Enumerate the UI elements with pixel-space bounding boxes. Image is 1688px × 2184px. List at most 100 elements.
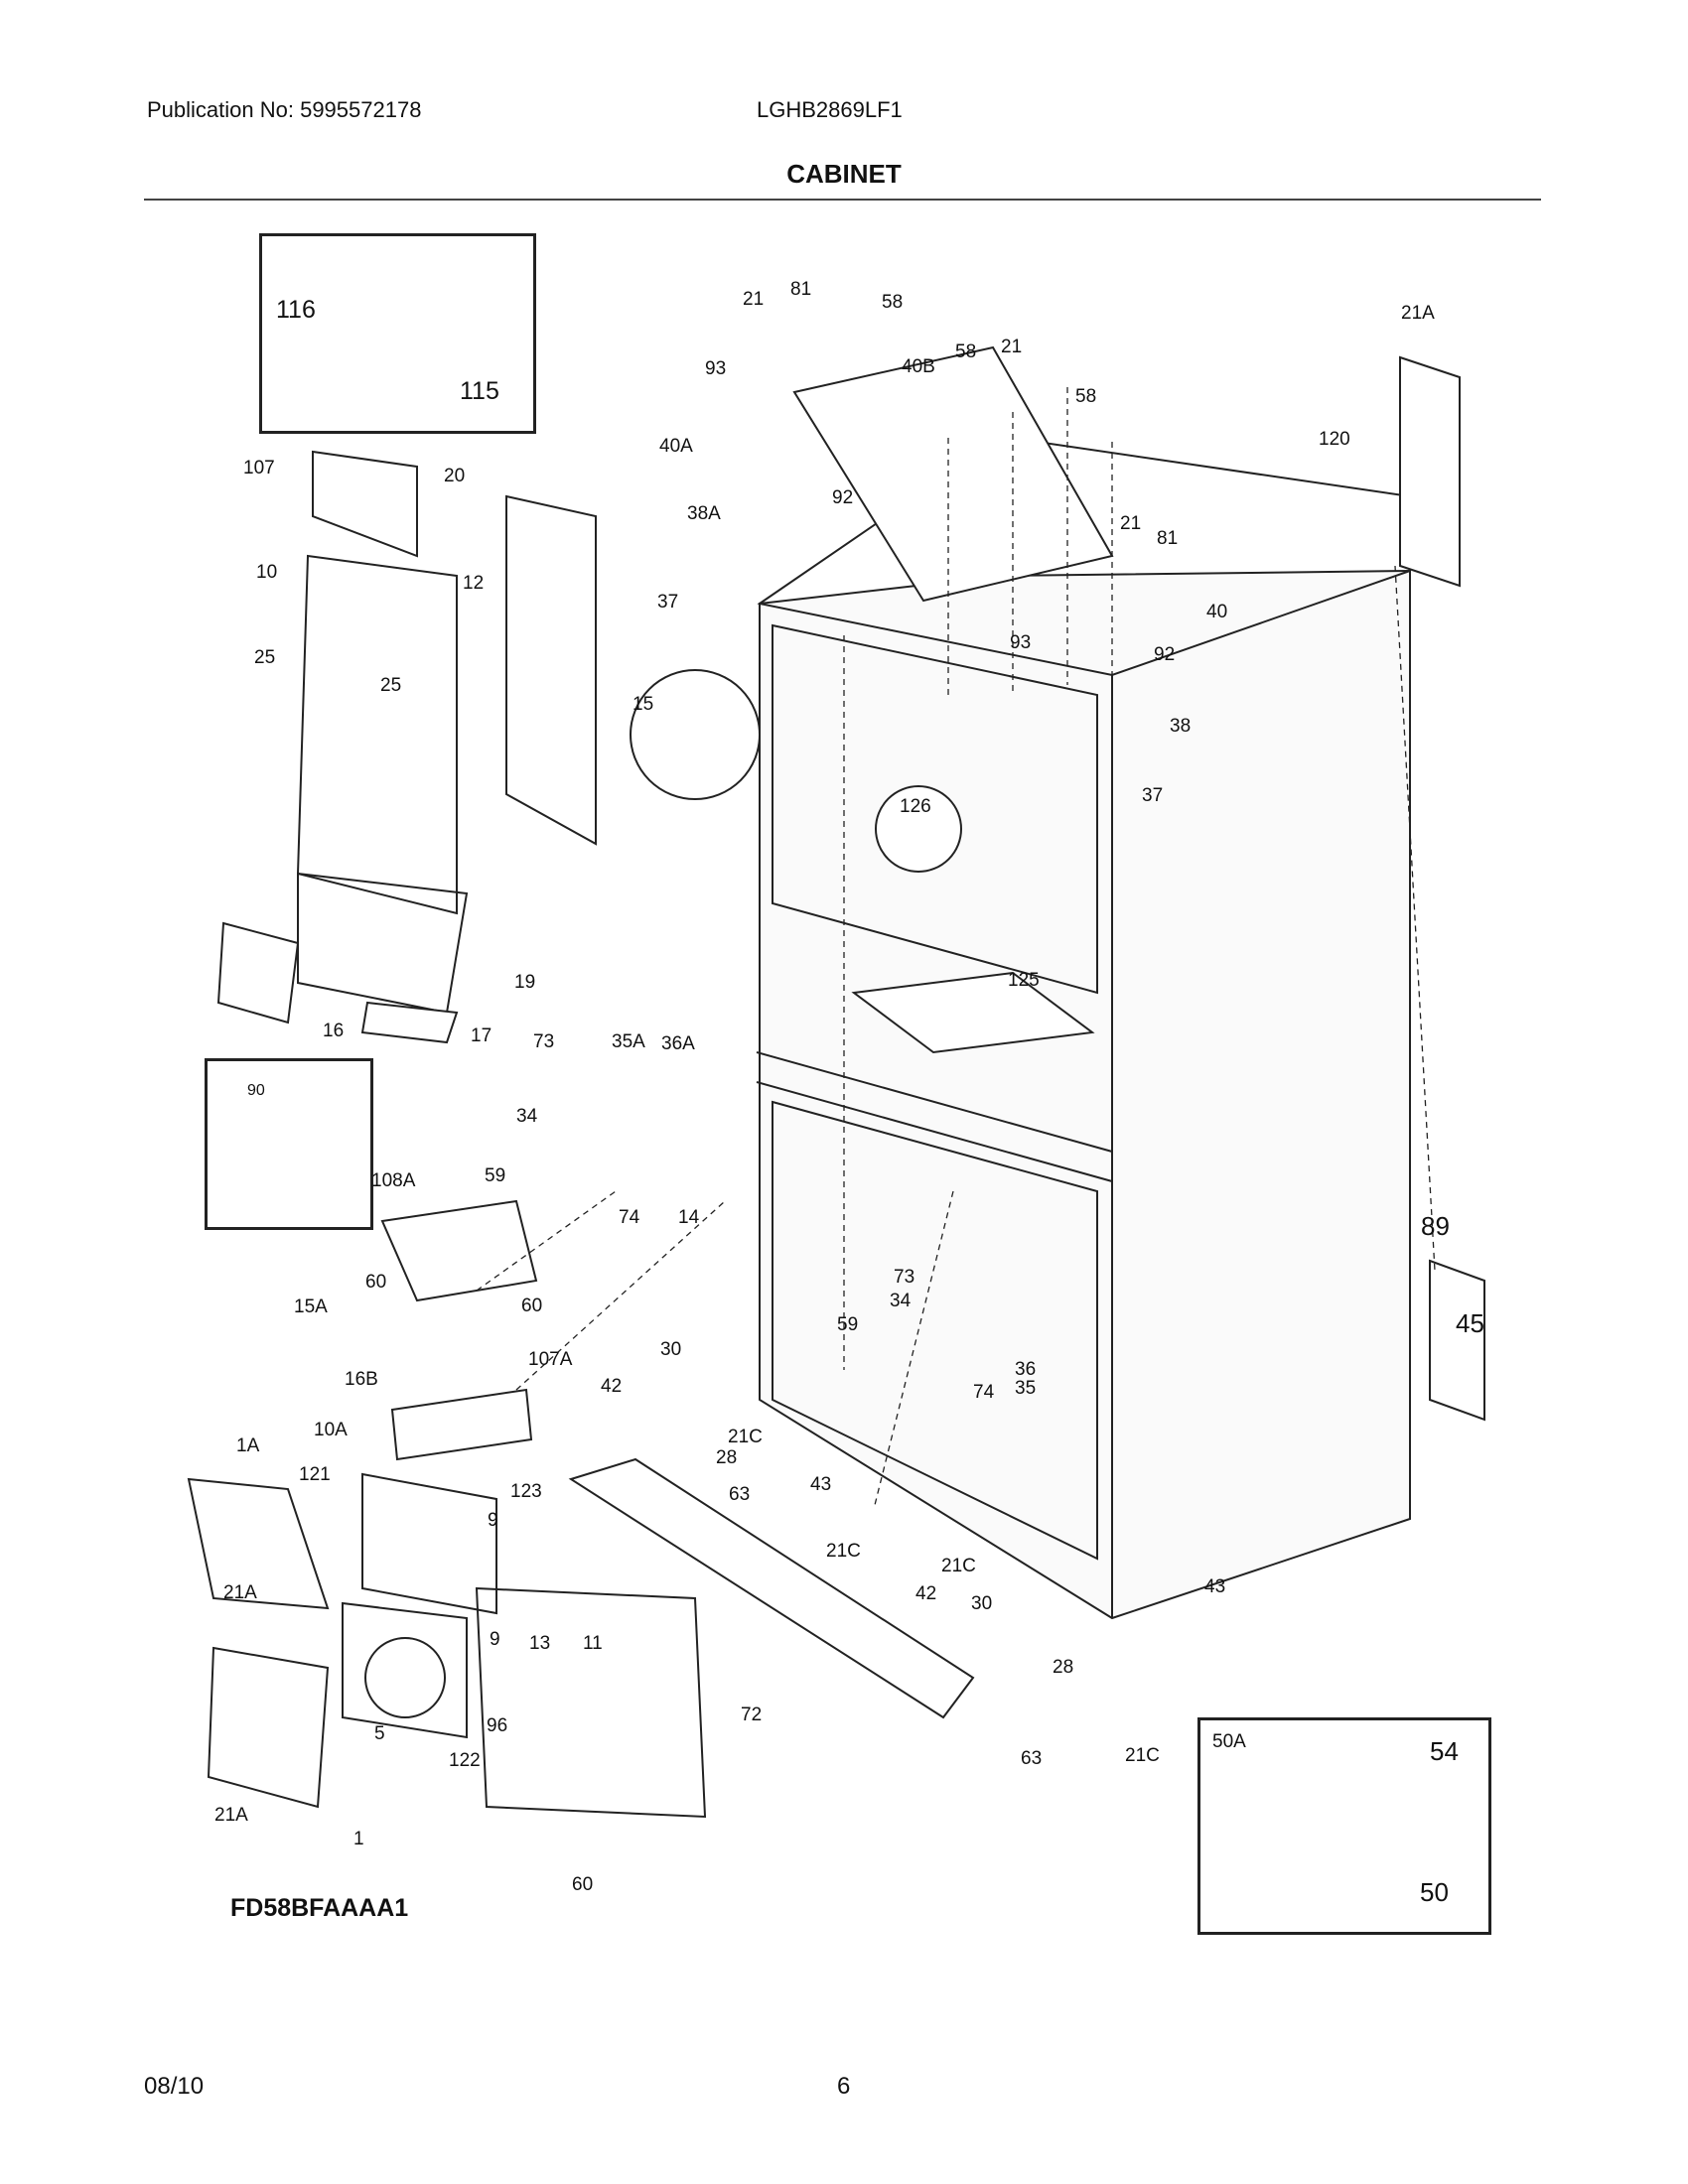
side-plate-89 (1429, 1259, 1485, 1422)
part-label: 21A (1401, 303, 1435, 324)
inset-box-ice-bucket-parts (259, 233, 536, 434)
top-hinge-bracket-40b (792, 345, 1114, 603)
part-label: 37 (1142, 785, 1164, 806)
part-label: 74 (973, 1382, 995, 1403)
control-panel-120 (1399, 355, 1461, 588)
part-label: 21C (941, 1556, 976, 1576)
part-label: 74 (619, 1207, 640, 1228)
part-16 (216, 921, 300, 1024)
part-label: 73 (894, 1267, 915, 1288)
part-label: 38 (1170, 716, 1192, 737)
bottom-grille-72 (568, 1457, 975, 1719)
part-label: 43 (810, 1474, 832, 1495)
freezer-liner (772, 1100, 1098, 1561)
part-label: 92 (1154, 644, 1176, 665)
publication-date: 08/10 (144, 2073, 205, 2100)
inset-box-control-parts (1197, 1717, 1491, 1935)
model-number: LGHB2869LF1 (757, 97, 903, 122)
part-label: 21 (1120, 513, 1142, 534)
inset-circle-15 (630, 669, 761, 800)
part-label: 9 (488, 1510, 498, 1531)
back-panel-11 (475, 1586, 707, 1819)
duct-20 (505, 494, 597, 846)
part-label: 89 (1421, 1211, 1450, 1241)
part-label: 93 (1010, 632, 1032, 653)
part-label: 12 (463, 573, 485, 594)
part-label: 60 (521, 1296, 543, 1316)
part-label: 36A (661, 1033, 695, 1054)
part-label: 54 (1430, 1736, 1459, 1766)
part-label: 15A (294, 1297, 328, 1317)
part-label: 11 (583, 1633, 603, 1654)
tray-107a (390, 1388, 533, 1461)
part-label: 60 (365, 1272, 387, 1293)
part-label: 19 (514, 972, 536, 993)
part-label: 81 (790, 279, 812, 300)
part-label: 40B (902, 356, 935, 377)
part-label: 92 (832, 487, 854, 508)
part-label: 5 (374, 1723, 385, 1744)
cover-1 (207, 1646, 330, 1809)
part-label: 63 (1021, 1748, 1043, 1769)
part-label: 116 (276, 296, 316, 324)
part-label: 125 (1008, 970, 1040, 991)
inset-circle-126 (875, 785, 962, 873)
shelf-125 (851, 971, 1095, 1054)
plate-10a (361, 1472, 497, 1615)
part-label: 25 (254, 647, 276, 668)
part-label: 21C (826, 1541, 861, 1562)
part-label: 63 (729, 1484, 751, 1505)
part-label: 93 (705, 358, 727, 379)
fresh-food-liner (772, 623, 1098, 995)
page-title: CABINET (786, 159, 902, 189)
part-label: 16 (323, 1021, 345, 1041)
divider-mullion (756, 1051, 1113, 1182)
part-label: 20 (444, 466, 466, 486)
part-label: 42 (601, 1376, 623, 1397)
part-label: 72 (741, 1705, 763, 1725)
diagram-code: FD58BFAAAA1 (230, 1894, 409, 1922)
part-label: 90 (247, 1082, 265, 1099)
part-label: 25 (380, 675, 402, 696)
part-label: 107 (243, 458, 275, 478)
part-label: 30 (660, 1339, 682, 1360)
part-label: 40A (659, 436, 693, 457)
part-label: 43 (1204, 1576, 1226, 1597)
module-108a (380, 1199, 538, 1302)
part-label: 15 (633, 694, 654, 715)
part-label: 1A (236, 1435, 260, 1456)
part-label: 123 (510, 1481, 542, 1502)
part-17 (360, 1001, 459, 1044)
part-label: 58 (955, 341, 977, 362)
cover-1a (187, 1477, 330, 1610)
part-label: 60 (572, 1874, 594, 1895)
part-label: 42 (915, 1583, 937, 1604)
part-label: 50 (1420, 1877, 1449, 1907)
inset-box-heater-part (205, 1058, 373, 1230)
part-label: 34 (516, 1106, 538, 1127)
part-label: 17 (471, 1025, 492, 1046)
part-label: 120 (1319, 429, 1350, 450)
cabinet-body (759, 569, 1411, 1620)
part-label: 37 (657, 592, 679, 613)
part-label: 45 (1456, 1308, 1484, 1338)
part-label: 16B (345, 1369, 378, 1390)
header-divider (144, 199, 1541, 201)
part-label: 28 (1053, 1657, 1074, 1678)
part-label: 21C (1125, 1745, 1160, 1766)
ice-chute-10 (296, 554, 458, 915)
part-label: 21A (214, 1805, 248, 1826)
part-label: 30 (971, 1593, 993, 1614)
duct-107 (312, 450, 418, 558)
page-number: 6 (837, 2073, 851, 2100)
part-label: 28 (716, 1447, 738, 1468)
part-label: 21A (223, 1582, 257, 1603)
part-label: 73 (533, 1031, 555, 1052)
part-label: 59 (837, 1314, 859, 1335)
part-label: 21 (743, 289, 765, 310)
part-label: 1 (353, 1829, 364, 1849)
part-label: 21C (728, 1427, 763, 1447)
part-label: 126 (900, 796, 931, 817)
part-label: 96 (487, 1715, 508, 1736)
